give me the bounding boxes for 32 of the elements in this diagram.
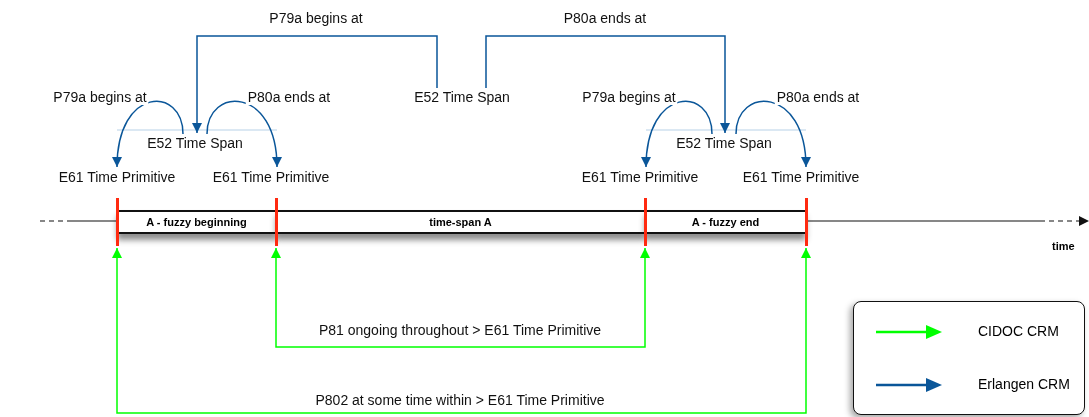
tick-mark xyxy=(804,198,808,246)
entity-label: E61 Time Primitive xyxy=(52,168,182,186)
arrow xyxy=(112,247,811,414)
edge-label: P79a begins at xyxy=(267,10,365,26)
tick-mark xyxy=(274,198,278,246)
edge-label: P80a ends at xyxy=(774,89,862,105)
legend-label: Erlangen CRM xyxy=(978,376,1070,392)
entity-label: E61 Time Primitive xyxy=(206,168,336,186)
entity-label: E52 Time Span xyxy=(669,134,779,152)
entity-label: E52 Time Span xyxy=(140,134,250,152)
tick-mark xyxy=(643,198,647,246)
arrow xyxy=(735,100,811,168)
edge-label: P802 at some time within > E61 Time Primitive xyxy=(313,392,607,408)
arrow xyxy=(192,35,438,134)
legend-label: CIDOC CRM xyxy=(978,323,1059,339)
edge-label: P80a ends at xyxy=(245,89,333,105)
entity-label: E52 Time Span xyxy=(407,88,517,106)
timeline-segment: A - fuzzy end xyxy=(645,210,806,234)
tick-mark xyxy=(115,198,119,246)
timeline-segment: A - fuzzy beginning xyxy=(117,210,276,234)
entity-label: E61 Time Primitive xyxy=(575,168,705,186)
timeline-segment: time-span A xyxy=(276,210,645,234)
arrow xyxy=(485,35,730,134)
arrow xyxy=(112,100,184,168)
edge-label: P79a begins at xyxy=(580,89,678,105)
arrow xyxy=(206,100,282,168)
arrow xyxy=(271,247,650,348)
arrow xyxy=(641,100,713,168)
axis-label: time xyxy=(1052,240,1075,252)
edge-label: P79a begins at xyxy=(51,89,149,105)
edge-label: P80a ends at xyxy=(561,10,649,26)
entity-label: E61 Time Primitive xyxy=(736,168,866,186)
